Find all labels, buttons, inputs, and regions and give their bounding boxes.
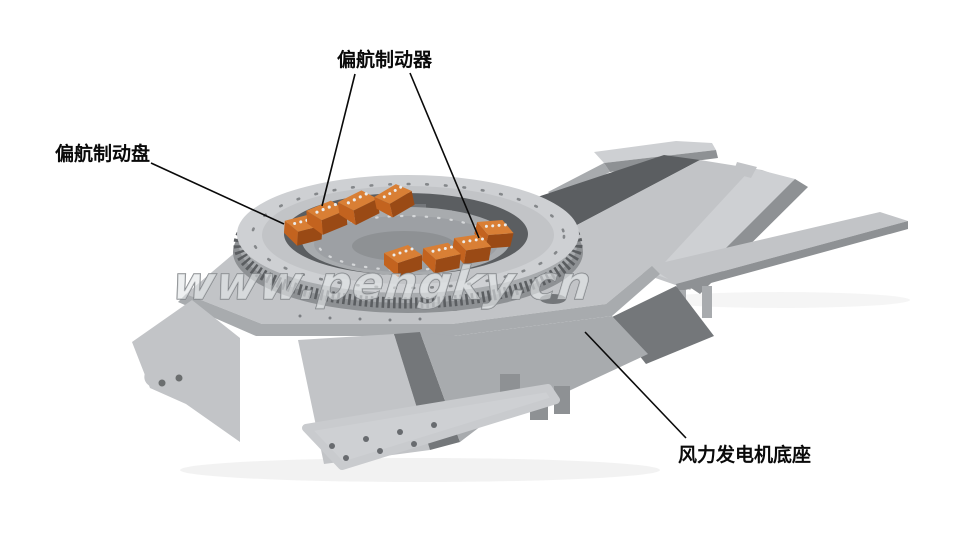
brake-caliper bbox=[306, 200, 348, 235]
brake-caliper bbox=[337, 190, 380, 226]
leader-line-brake-disc bbox=[150, 162, 285, 225]
side-rail-notch bbox=[733, 162, 757, 178]
brake-caliper bbox=[384, 245, 422, 277]
mounting-flange bbox=[302, 384, 560, 470]
watermark: www.pengky.cn bbox=[170, 256, 594, 310]
brake-caliper bbox=[452, 234, 492, 265]
leader-line-generator-base bbox=[584, 331, 687, 439]
shelf-plate-top bbox=[648, 212, 908, 284]
ear-bolt-holes bbox=[158, 374, 183, 387]
left-leg-face bbox=[132, 300, 240, 442]
ground-shadow bbox=[180, 292, 910, 482]
bedplate-arm bbox=[492, 141, 908, 364]
leader-line-yaw-brake-left bbox=[321, 73, 356, 207]
flange-bolt-holes bbox=[329, 422, 437, 461]
platform-edge-band bbox=[178, 266, 660, 336]
back-beam-top bbox=[594, 141, 716, 163]
shelf-plate-edge bbox=[676, 221, 908, 292]
left-foot-ear bbox=[144, 354, 190, 399]
base-skirt bbox=[132, 300, 648, 470]
shelf-leg bbox=[702, 286, 712, 318]
annotations: 偏航制动器 偏航制动盘 风力发电机底座 bbox=[55, 48, 811, 466]
label-yaw-brake: 偏航制动器 bbox=[337, 48, 433, 71]
leader-line-yaw-brake-right bbox=[409, 72, 480, 239]
label-yaw-brake-disc: 偏航制动盘 bbox=[55, 142, 150, 165]
brake-caliper bbox=[374, 184, 415, 218]
brake-calipers bbox=[283, 184, 514, 277]
brake-caliper bbox=[421, 242, 461, 274]
ring-bolt-circle bbox=[250, 182, 566, 290]
label-generator-base: 风力发电机底座 bbox=[678, 443, 811, 466]
platform-hole bbox=[540, 294, 566, 304]
